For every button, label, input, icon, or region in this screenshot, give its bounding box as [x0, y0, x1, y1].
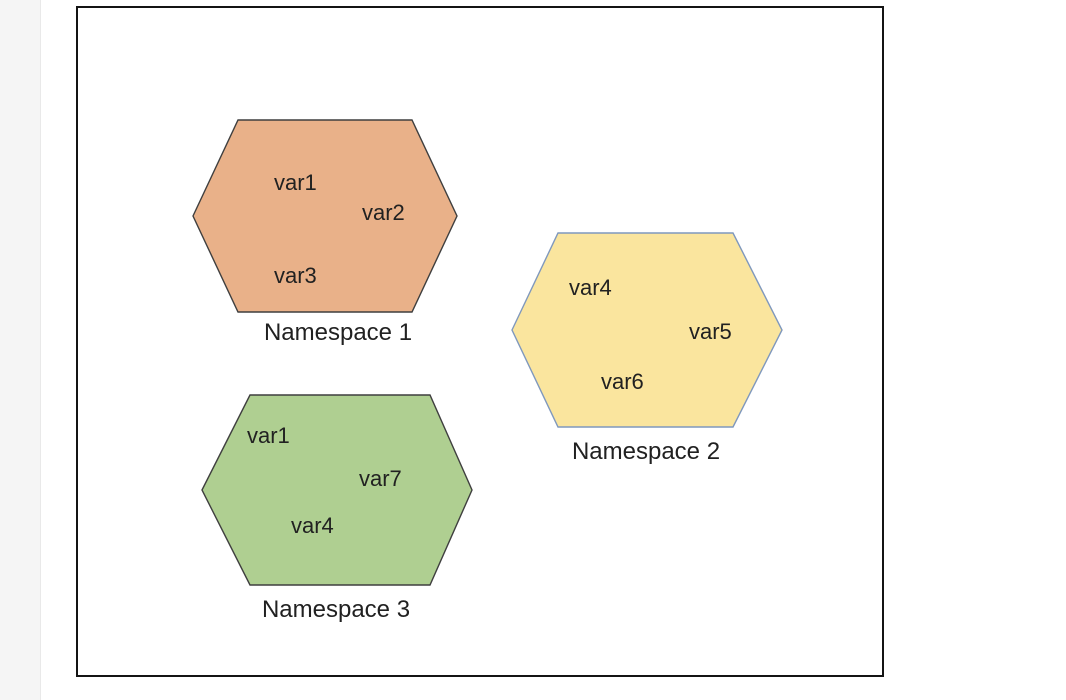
namespace2-label: Namespace 2	[571, 438, 721, 465]
namespace2-var-label-1: var5	[689, 319, 732, 344]
namespace1-hexagon	[192, 119, 458, 313]
namespace2-var-label-0: var4	[569, 275, 612, 300]
namespace1-var-label-1: var2	[362, 200, 405, 225]
namespace2-var-label-2: var6	[601, 369, 644, 394]
namespace1-label: Namespace 1	[263, 319, 413, 346]
namespace1-var-label-2: var3	[274, 263, 317, 288]
namespace3-hexagon	[201, 394, 473, 586]
namespace3-var-label-0: var1	[247, 423, 290, 448]
namespace3-var-label-1: var7	[359, 466, 402, 491]
namespace3-var-label-2: var4	[291, 513, 334, 538]
page-gutter	[0, 0, 41, 700]
namespace3-label: Namespace 3	[261, 596, 411, 623]
namespace1-var-label-0: var1	[274, 170, 317, 195]
namespace2-hexagon	[511, 232, 783, 428]
